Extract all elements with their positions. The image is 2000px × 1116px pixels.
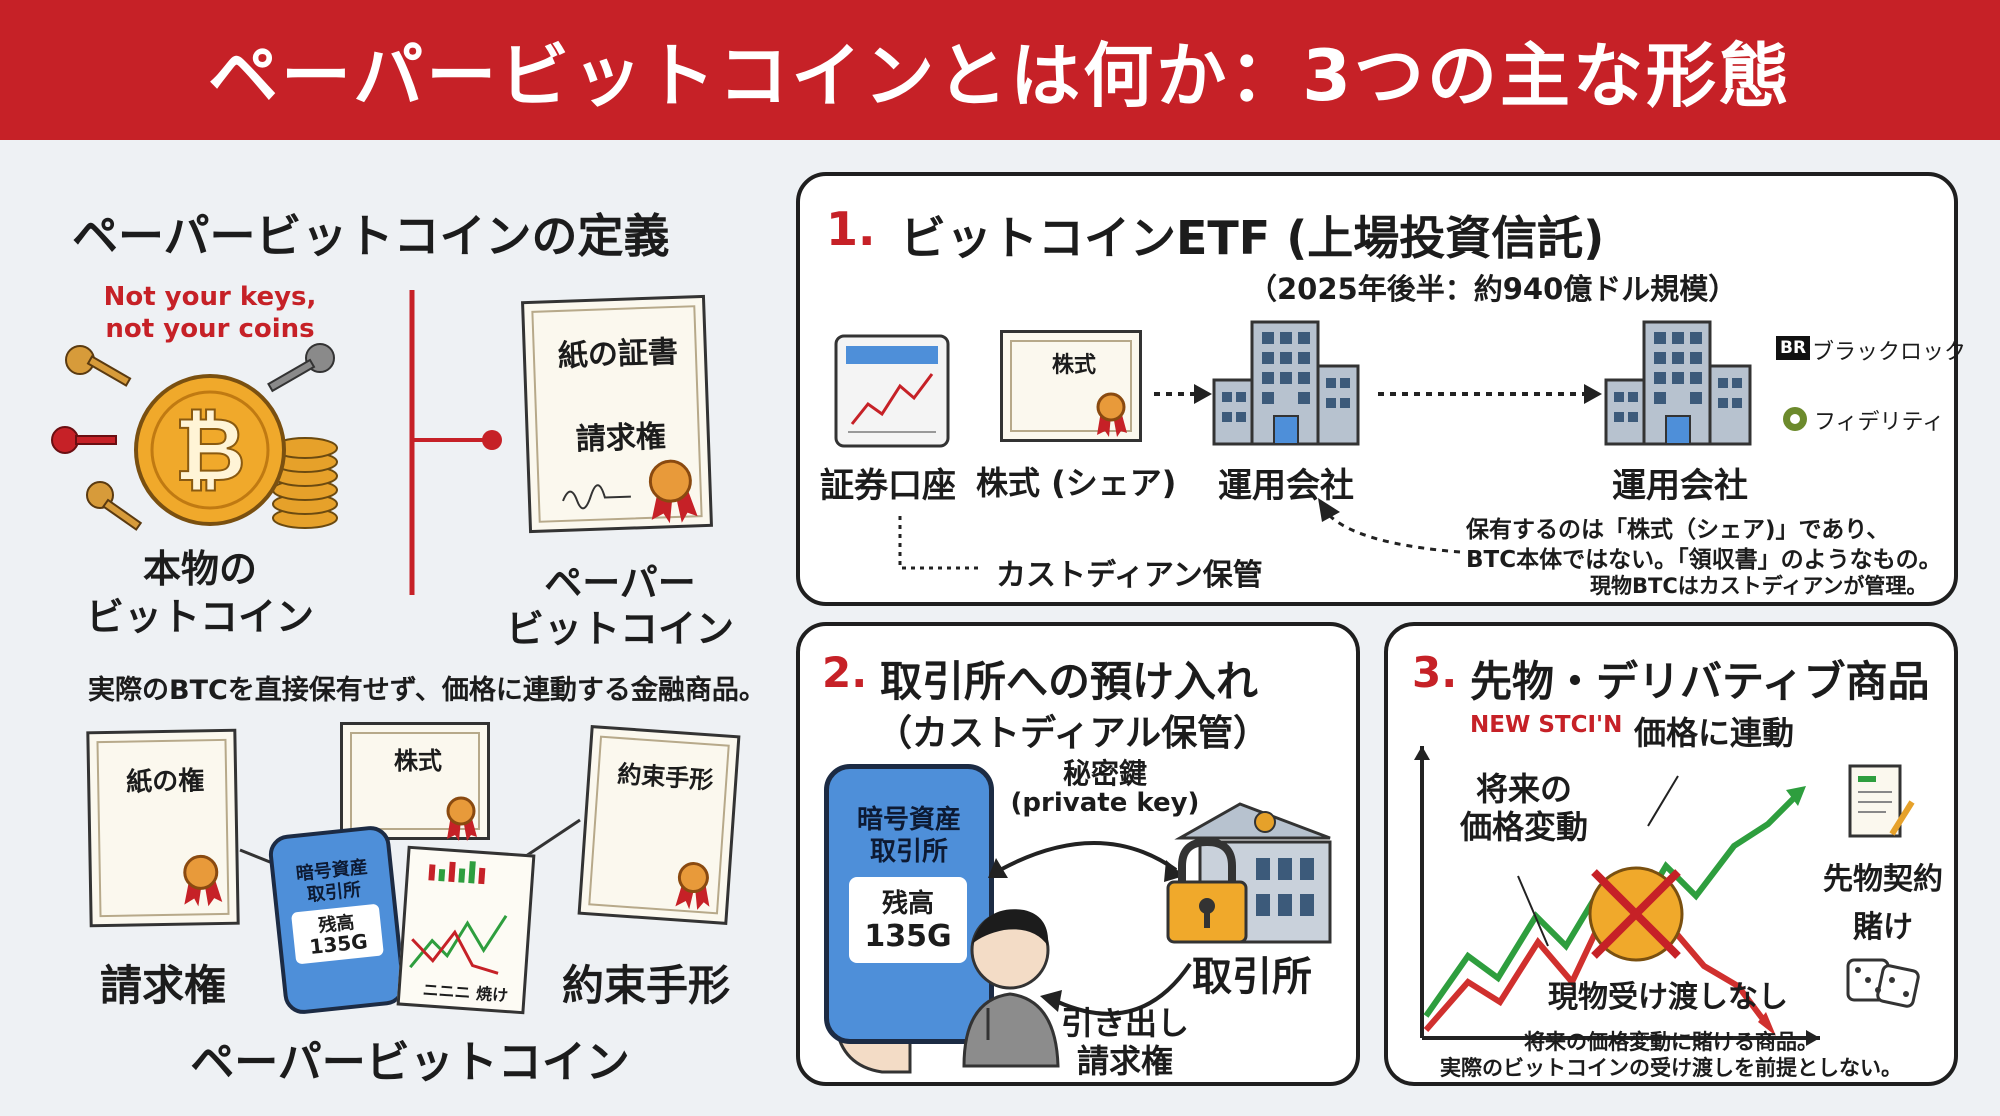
bitcoin-keys-illustration: ₿ — [51, 343, 338, 531]
no-delivery-label: 現物受け渡しなし — [1548, 980, 1788, 1015]
quote-line2: not your coins — [105, 314, 315, 344]
key-icon — [267, 343, 335, 393]
etf-note-line1: 保有するのは「株式（シェア)」であり、 — [1466, 517, 1890, 543]
share-doc-title: 株式 — [1051, 353, 1096, 378]
exchange-panel: 2. 取引所への預け入れ （カストディアル保管） 暗号資産 取引所 残高 135… — [796, 622, 1360, 1086]
withdraw-line1: 引き出し — [1060, 1004, 1189, 1042]
etf-flow-arrows — [898, 384, 1602, 570]
contract-line1: 先物契約 — [1823, 862, 1943, 897]
brand1-logo: BR — [1776, 336, 1811, 360]
paper-btc-label2: ビットコイン — [505, 607, 734, 651]
paper-doc-claim: 請求権 — [575, 419, 667, 458]
paper-certificate: 紙の証書 請求権 — [521, 294, 713, 534]
lock-icon — [1166, 837, 1248, 944]
futures-chart — [1414, 746, 1820, 1046]
etf-note-line2: BTC本体ではない。「領収書」のようなもの。 — [1466, 547, 1942, 573]
exchange-label: 取引所 — [1192, 954, 1312, 1000]
account-label: 証券口座 — [820, 466, 956, 506]
paper-btc-label1: ペーパー — [544, 561, 696, 605]
exchange-subheading: （カストディアル保管） — [876, 713, 1270, 754]
quote-line1: Not your keys, — [103, 282, 317, 312]
real-btc-label2: ビットコイン — [85, 595, 314, 639]
exchange-number: 2. — [822, 648, 868, 697]
futures-note-line1: 将来の価格変動に賭ける商品。 — [1524, 1030, 1818, 1054]
brand2-name: フィデリティ — [1814, 410, 1945, 435]
page-title: ペーパービットコインとは何か：3つの主な形態 — [207, 34, 1792, 117]
definition-heading: ペーパービットコインの定義 — [72, 209, 670, 263]
etf-note-line3: 現物BTCはカストディアンが管理。 — [1590, 574, 1928, 598]
seal-icon — [1096, 392, 1127, 437]
key-label2: (private key) — [1010, 788, 1200, 818]
chart-caption: ニニニ 焼け — [422, 980, 509, 1006]
brand1-name: ブラックロック — [1812, 340, 1967, 365]
doc2-title: 株式 — [394, 747, 442, 775]
custody-label: カストディアン保管 — [996, 558, 1263, 593]
seal-icon — [648, 459, 698, 524]
signature-icon — [562, 484, 631, 510]
exchange-arrows — [988, 841, 1192, 1016]
seal-icon — [183, 854, 223, 907]
exchange-phone-small: 暗号資産 取引所 残高 135G — [266, 824, 408, 1016]
balance-box: 残高 135G — [849, 877, 967, 963]
balance-value: 135G — [864, 919, 952, 954]
phone-line2: 取引所 — [869, 837, 948, 867]
real-btc-label1: 本物の — [142, 547, 257, 591]
bitcoin-coin-icon: ₿ — [134, 374, 286, 526]
key-icon — [86, 481, 143, 531]
person-icon — [962, 909, 1060, 1068]
balance-box: 残高 135G — [290, 903, 384, 965]
promissory-document: 約束手形 — [577, 724, 741, 926]
price-link-label: 価格に連動 — [1634, 714, 1795, 752]
crossed-bitcoin-icon — [1588, 866, 1684, 962]
futures-note-line2: 実際のビットコインの受け渡しを前提としない。 — [1440, 1056, 1902, 1080]
contract-document-icon — [1848, 764, 1915, 838]
share-certificate: 株式 — [1000, 330, 1142, 442]
exchange-phone: 暗号資産 取引所 残高 135G — [824, 764, 994, 1044]
mini-chart — [409, 861, 508, 975]
label-note: 約束手形 — [562, 961, 731, 1010]
company-label2: 運用会社 — [1612, 466, 1748, 506]
withdraw-line2: 請求権 — [1076, 1042, 1173, 1080]
building-icon — [1212, 320, 1360, 446]
balance-label: 残高 — [881, 889, 934, 919]
definition-description: 実際のBTCを直接保有せず、価格に連動する金融商品。 — [88, 675, 766, 706]
etf-subheading: （2025年後半：約940億ドル規模） — [1248, 272, 1738, 306]
etf-panel: 1. ビットコインETF (上場投資信託) （2025年後半：約940億ドル規模… — [796, 172, 1966, 606]
mini-chart-card: ニニニ 焼け — [396, 845, 536, 1015]
key-icon — [65, 345, 132, 387]
svg-text:₿: ₿ — [174, 398, 246, 501]
label-claim: 請求権 — [100, 961, 227, 1010]
share-label: 株式 (シェア) — [976, 464, 1177, 502]
building-icon — [1604, 320, 1752, 446]
etf-number: 1. — [826, 202, 876, 256]
seal-icon — [675, 862, 710, 910]
etf-heading: ビットコインETF (上場投資信託) — [900, 211, 1605, 265]
share-document: 株式 — [340, 722, 490, 841]
fidelity-logo-icon — [1783, 407, 1807, 431]
future-line2: 価格変動 — [1459, 808, 1588, 846]
new-label: NEW STCI'N — [1470, 712, 1623, 738]
key-icon — [51, 426, 117, 454]
contract-line2: 賭け — [1853, 910, 1913, 945]
company-label1: 運用会社 — [1218, 466, 1354, 506]
exchange-heading: 取引所への預け入れ — [880, 657, 1259, 706]
futures-heading: 先物・デリバティブ商品 — [1470, 657, 1930, 706]
future-line1: 将来の — [1475, 770, 1572, 808]
seal-icon — [446, 796, 477, 841]
account-screen-icon — [834, 334, 950, 448]
claim-document: 紙の権 — [86, 728, 240, 928]
dice-icon — [1846, 958, 1920, 1008]
phone-line1: 暗号資産 — [856, 805, 961, 835]
futures-number: 3. — [1412, 648, 1458, 697]
key-label1: 秘密鍵 — [1062, 757, 1147, 790]
title-banner: ペーパービットコインとは何か：3つの主な形態 — [0, 0, 2000, 140]
paper-doc-title: 紙の証書 — [557, 334, 679, 375]
definition-connector — [409, 290, 502, 595]
bottom-label: ペーパービットコイン — [190, 1037, 630, 1088]
futures-panel: 3. 先物・デリバティブ商品 NEW STCI'N 価格に連動 将来の 価格変動… — [1384, 622, 1958, 1086]
